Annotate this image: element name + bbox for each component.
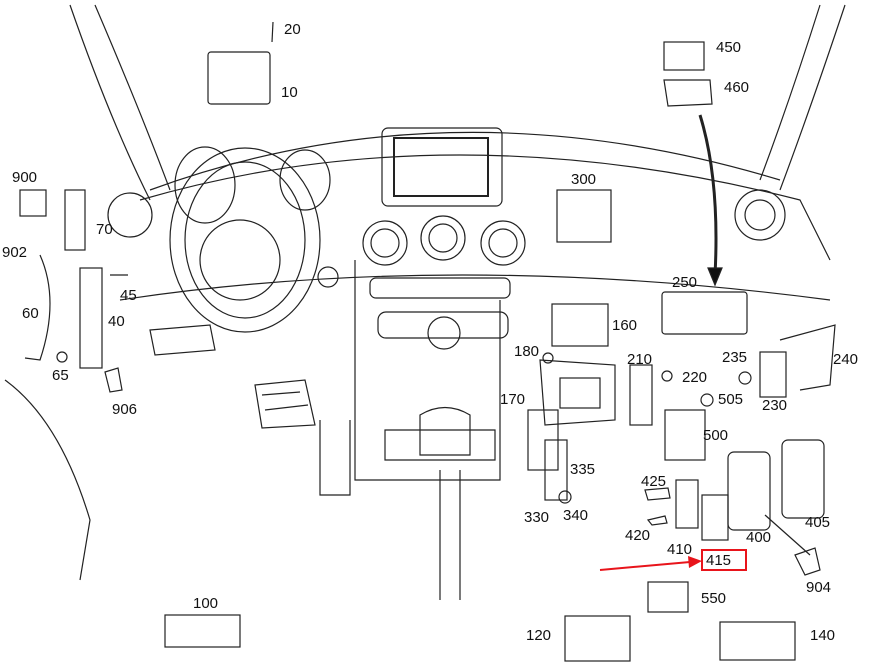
part-label-235: 235 — [722, 349, 748, 366]
part-label-460: 460 — [724, 79, 750, 96]
part-label-900: 900 — [12, 169, 38, 186]
part-label-140: 140 — [810, 627, 836, 644]
part-label-250: 250 — [672, 274, 698, 291]
part-label-240: 240 — [833, 351, 859, 368]
part-label-400: 400 — [746, 529, 772, 546]
part-label-904: 904 — [806, 579, 832, 596]
part-label-405: 405 — [805, 514, 831, 531]
part-label-550: 550 — [701, 590, 727, 607]
part-label-330: 330 — [524, 509, 550, 526]
part-label-906: 906 — [112, 401, 138, 418]
part-label-70: 70 — [96, 221, 113, 238]
part-label-180: 180 — [514, 343, 540, 360]
part-label-335: 335 — [570, 461, 596, 478]
part-label-20: 20 — [284, 21, 301, 38]
part-label-505: 505 — [718, 391, 744, 408]
part-label-300: 300 — [571, 171, 597, 188]
part-label-160: 160 — [612, 317, 638, 334]
part-label-420: 420 — [625, 527, 651, 544]
part-label-902: 902 — [2, 244, 28, 261]
part-label-100: 100 — [193, 595, 219, 612]
part-label-415: 415 — [706, 552, 732, 569]
part-label-170: 170 — [500, 391, 526, 408]
part-label-210: 210 — [627, 351, 653, 368]
part-label-410: 410 — [667, 541, 693, 558]
part-label-45: 45 — [120, 287, 137, 304]
part-label-230: 230 — [762, 397, 788, 414]
part-label-220: 220 — [682, 369, 708, 386]
part-label-40: 40 — [108, 313, 125, 330]
part-label-340: 340 — [563, 507, 589, 524]
part-label-450: 450 — [716, 39, 742, 56]
part-label-120: 120 — [526, 627, 552, 644]
part-label-425: 425 — [641, 473, 667, 490]
part-label-10: 10 — [281, 84, 298, 101]
part-label-65: 65 — [52, 367, 69, 384]
part-label-500: 500 — [703, 427, 729, 444]
highlight-box — [701, 549, 747, 571]
part-label-60: 60 — [22, 305, 39, 322]
